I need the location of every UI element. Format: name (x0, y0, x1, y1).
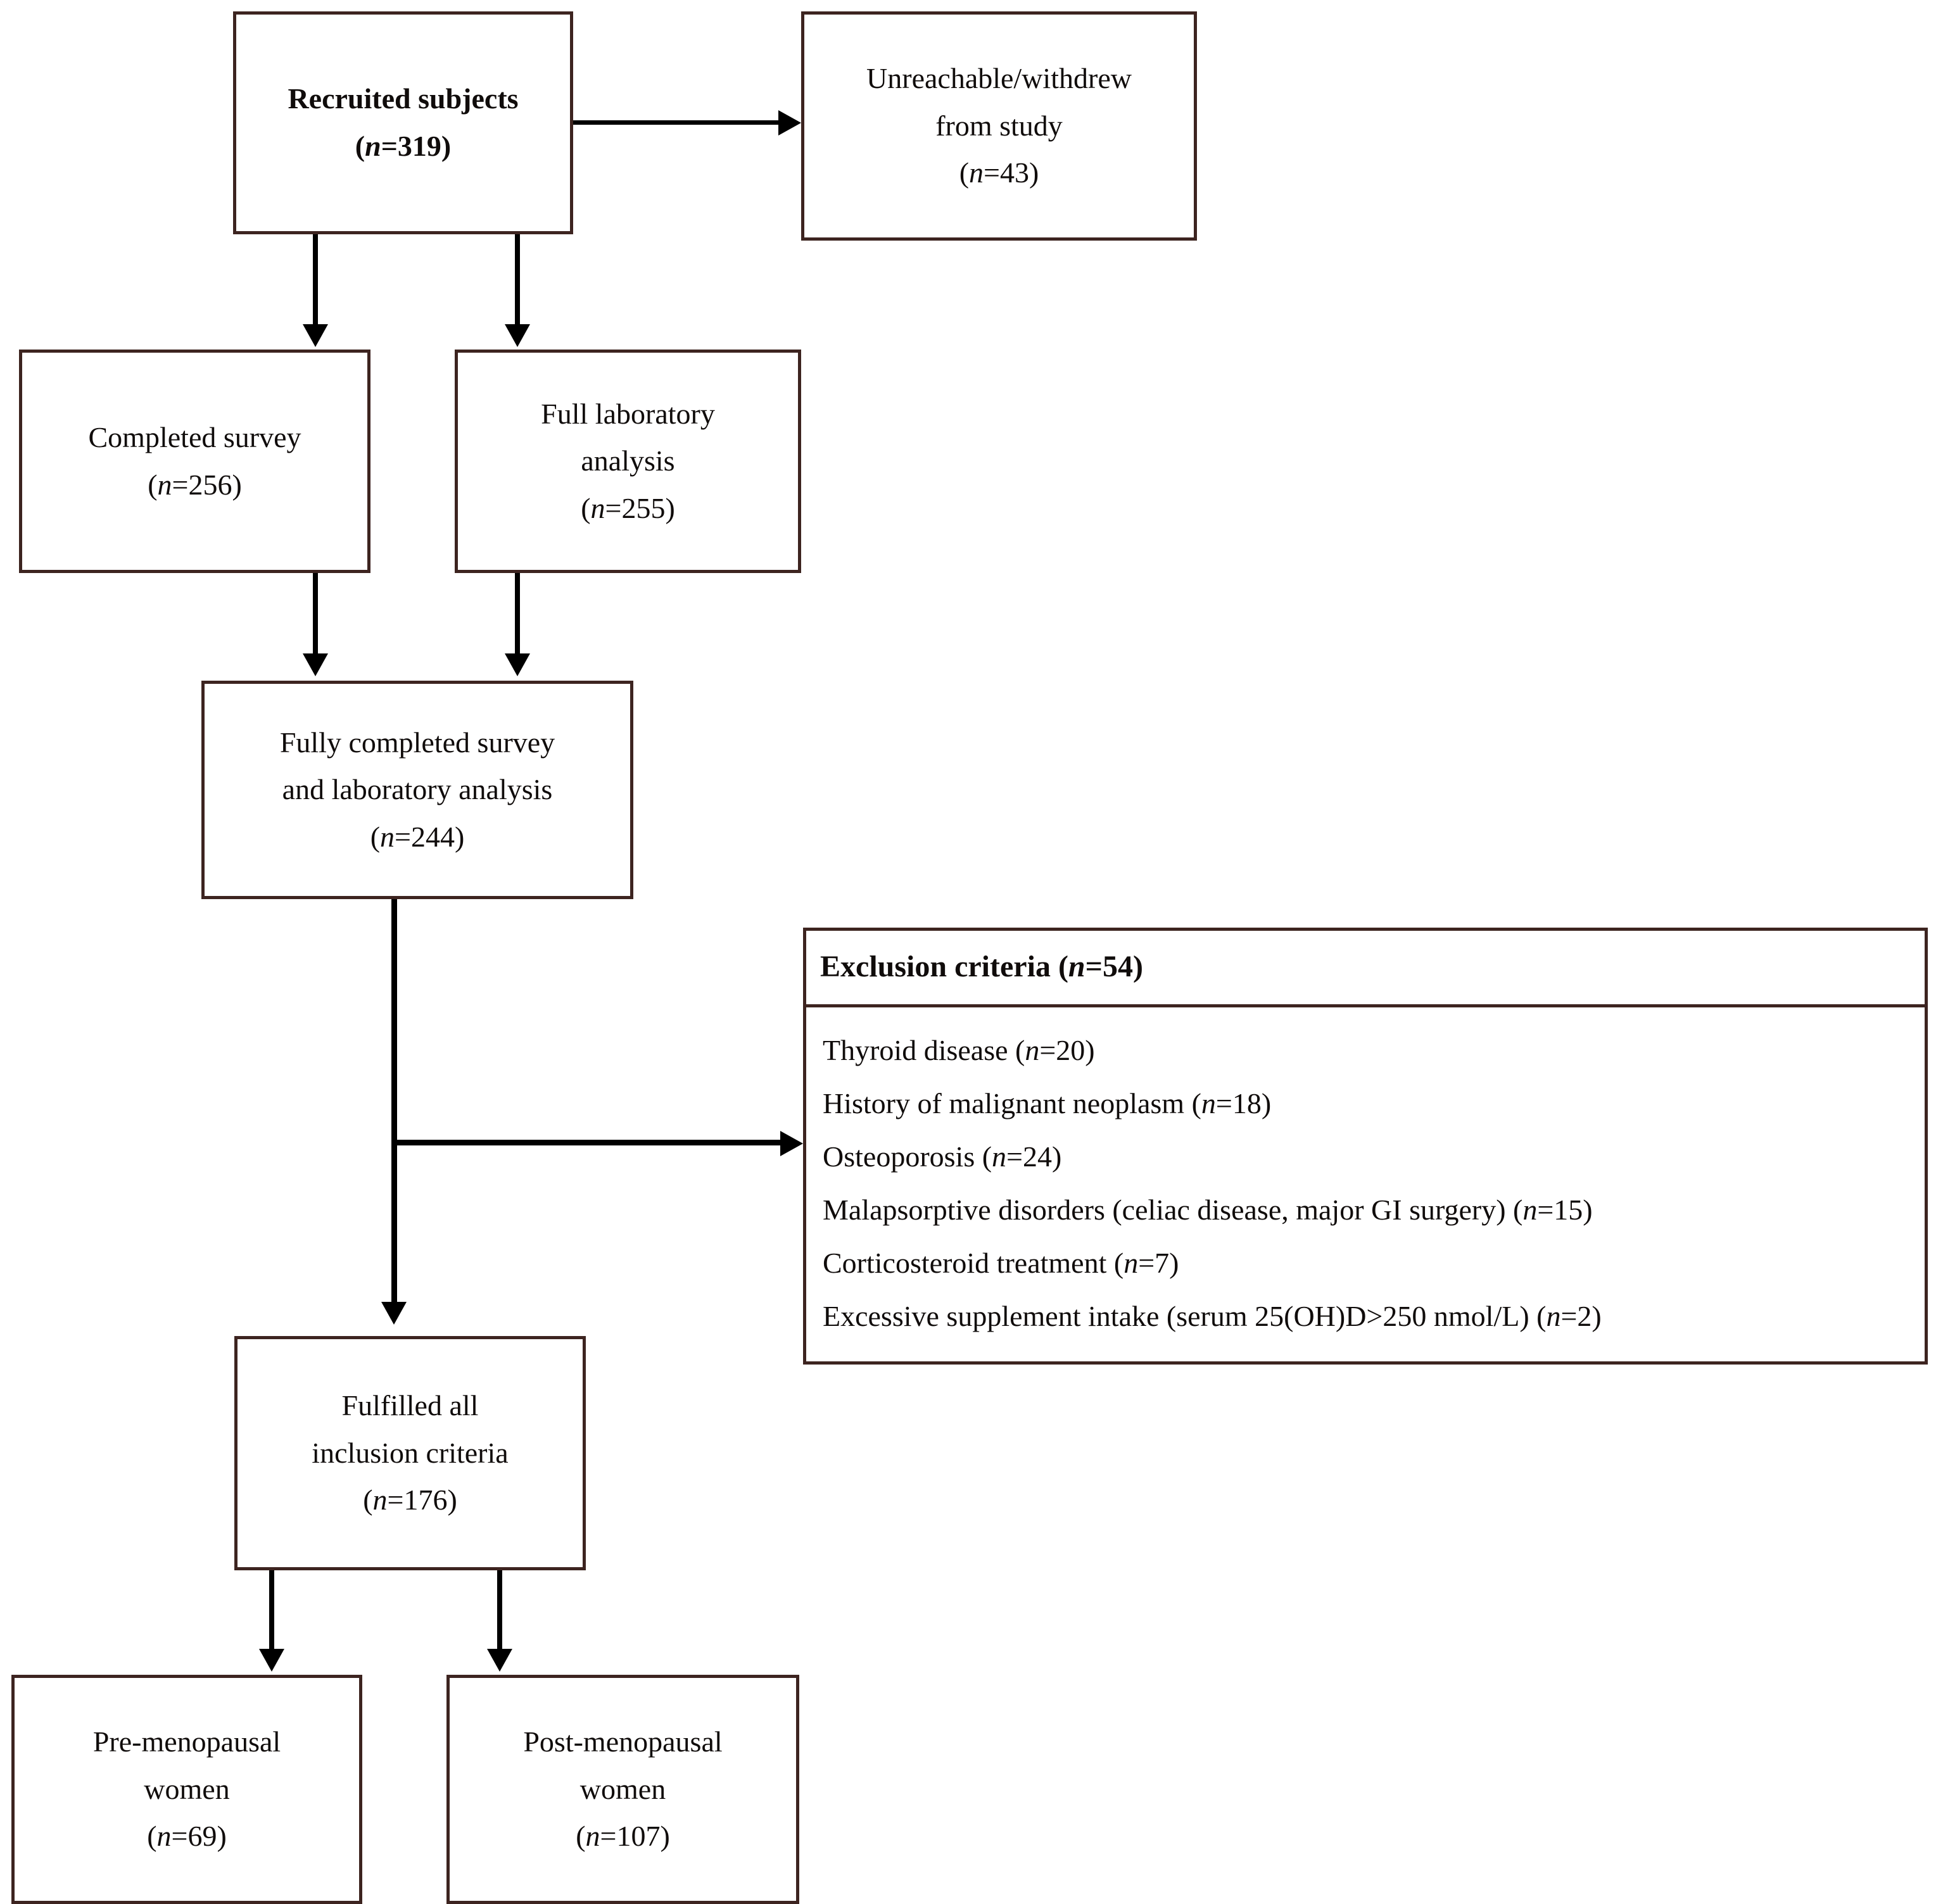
node-completed-survey-label: Completed survey (88, 420, 301, 453)
node-fulfilled-count: (n=176) (363, 1484, 457, 1516)
arrowhead-post-menopausal (487, 1649, 512, 1672)
node-full-laboratory-analysis[interactable]: Full laboratory analysis (n=255) (455, 350, 801, 573)
node-fulfilled-label-1: Fulfilled all (341, 1389, 479, 1422)
arrowhead-fulfilled (381, 1302, 407, 1325)
node-unreachable-withdrew[interactable]: Unreachable/withdrew from study (n=43) (801, 11, 1197, 241)
arrowhead-recruited-to-withdrew (778, 110, 801, 136)
node-unreachable-withdrew-label-2: from study (935, 109, 1063, 142)
node-pre-menopausal-count: (n=69) (147, 1820, 227, 1853)
node-pre-menopausal-women[interactable]: Pre-menopausal women (n=69) (11, 1675, 362, 1904)
exclusion-criteria-item: Excessive supplement intake (serum 25(OH… (823, 1299, 1602, 1332)
node-completed-survey[interactable]: Completed survey (n=256) (19, 350, 370, 573)
exclusion-criteria-header: Exclusion criteria (n=54) (806, 931, 1925, 1007)
connector-fully-completed-to-exclusion (391, 1140, 784, 1145)
arrowhead-pre-menopausal (259, 1649, 284, 1672)
node-fulfilled-label-2: inclusion criteria (312, 1436, 509, 1469)
node-post-menopausal-label-1: Post-menopausal (523, 1725, 723, 1758)
node-unreachable-withdrew-label-1: Unreachable/withdrew (866, 62, 1132, 95)
node-fulfilled-inclusion-criteria[interactable]: Fulfilled all inclusion criteria (n=176) (234, 1336, 586, 1570)
node-recruited-subjects-count: (n=319) (355, 130, 452, 162)
exclusion-criteria-item: Malapsorptive disorders (celiac disease,… (823, 1193, 1593, 1226)
node-recruited-subjects[interactable]: Recruited subjects (n=319) (233, 11, 573, 234)
node-fully-completed-count: (n=244) (370, 820, 465, 853)
arrowhead-completed-survey (303, 324, 328, 347)
connector-fully-completed-to-fulfilled (391, 899, 397, 1304)
node-pre-menopausal-label-2: women (144, 1772, 230, 1805)
node-post-menopausal-label-2: women (579, 1772, 666, 1805)
node-fully-completed-label-1: Fully completed survey (279, 726, 555, 759)
arrowhead-fully-completed-right (505, 653, 530, 676)
exclusion-criteria-item: History of malignant neoplasm (n=18) (823, 1087, 1272, 1119)
arrowhead-fully-completed-left (303, 653, 328, 676)
connector-recruited-to-withdrew (573, 120, 782, 125)
connector-fulfilled-to-post-menopausal (497, 1570, 502, 1651)
exclusion-criteria-item: Osteoporosis (n=24) (823, 1140, 1062, 1173)
exclusion-criteria-item: Thyroid disease (n=20) (823, 1033, 1095, 1066)
node-fully-completed-survey-and-lab[interactable]: Fully completed survey and laboratory an… (201, 681, 633, 899)
arrowhead-exclusion (780, 1131, 803, 1156)
node-full-laboratory-analysis-count: (n=255) (581, 491, 675, 524)
node-fully-completed-label-2: and laboratory analysis (282, 773, 553, 806)
node-pre-menopausal-label-1: Pre-menopausal (92, 1725, 281, 1758)
connector-fulfilled-to-pre-menopausal (269, 1570, 274, 1651)
connector-completed-survey-to-fully-completed (313, 573, 318, 655)
connector-recruited-to-full-lab (515, 234, 520, 328)
node-post-menopausal-women[interactable]: Post-menopausal women (n=107) (446, 1675, 799, 1904)
exclusion-criteria-list: Thyroid disease (n=20) History of malign… (806, 1007, 1925, 1359)
panel-exclusion-criteria[interactable]: Exclusion criteria (n=54) Thyroid diseas… (803, 928, 1928, 1365)
node-completed-survey-count: (n=256) (148, 468, 242, 501)
connector-recruited-to-completed-survey (313, 234, 318, 328)
node-recruited-subjects-label: Recruited subjects (288, 82, 519, 115)
node-unreachable-withdrew-count: (n=43) (959, 156, 1039, 189)
node-post-menopausal-count: (n=107) (576, 1820, 670, 1853)
exclusion-criteria-item: Corticosteroid treatment (n=7) (823, 1246, 1179, 1279)
node-full-laboratory-analysis-label-2: analysis (581, 444, 675, 477)
connector-full-lab-to-fully-completed (515, 573, 520, 655)
arrowhead-full-lab (505, 324, 530, 347)
node-full-laboratory-analysis-label-1: Full laboratory (541, 397, 715, 430)
